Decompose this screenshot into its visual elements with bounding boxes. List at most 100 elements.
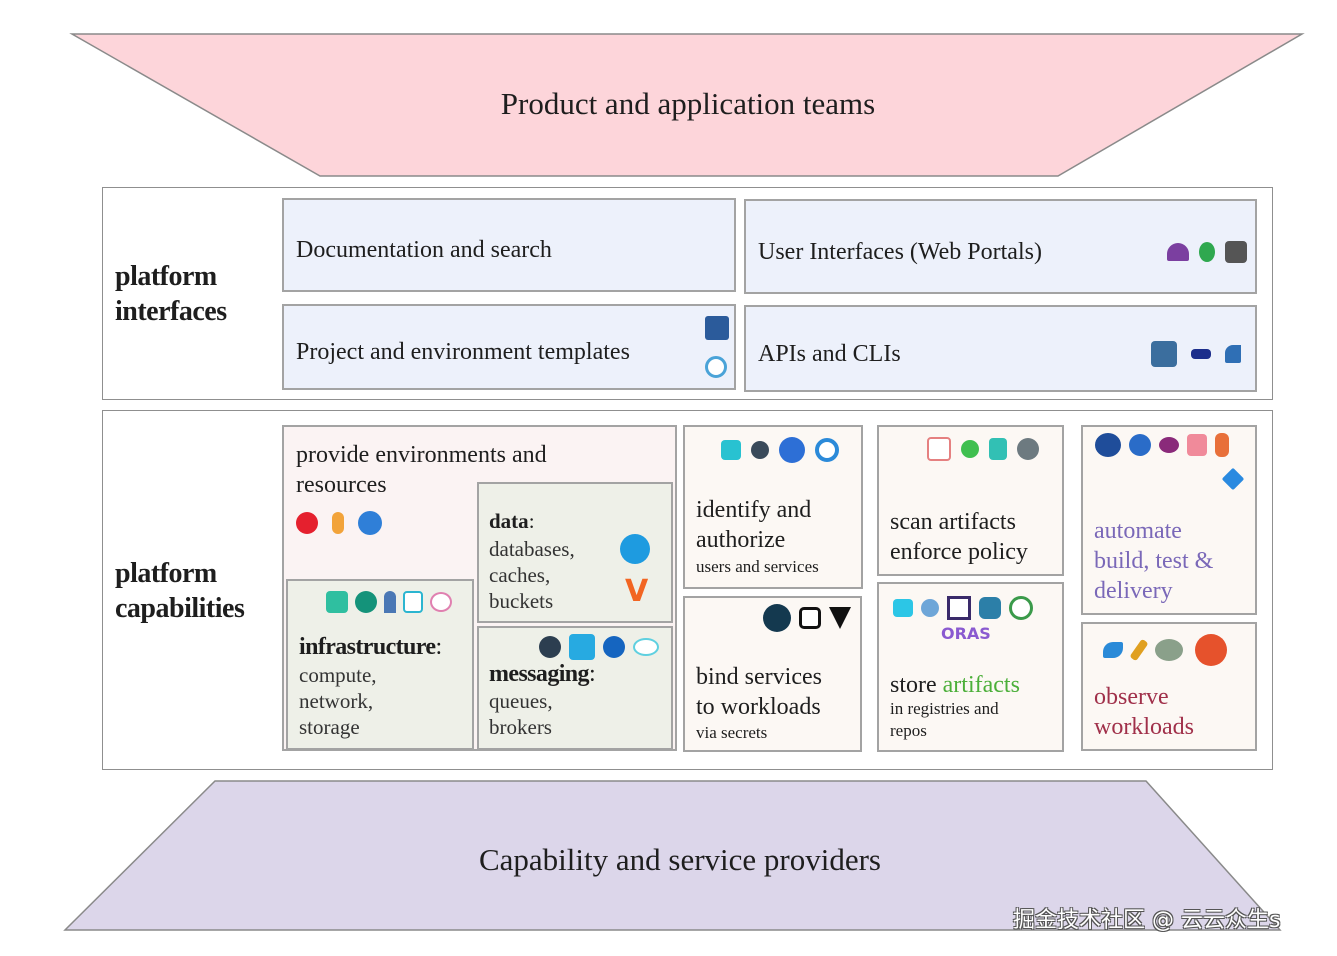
identify-box: identify and authorize users and service… — [683, 425, 863, 589]
bottom-layer-shape — [63, 780, 1282, 931]
telescope-icon — [1129, 638, 1149, 662]
interfaces-label-line1: platform — [115, 261, 217, 292]
zot-icon — [893, 599, 913, 617]
scan-title-line2: enforce policy — [890, 539, 1028, 565]
capabilities-label-line2: capabilities — [115, 593, 245, 624]
sailboat-icon — [1225, 345, 1241, 363]
cloud-rings-icon — [430, 592, 452, 612]
popsicle-icon — [332, 512, 344, 534]
infrastructure-line: compute, — [299, 663, 377, 687]
sail-icon — [384, 591, 396, 613]
observe-title-line1: observe — [1094, 684, 1169, 710]
bottom-layer-title: Capability and service providers — [478, 842, 882, 877]
web-portals-box: User Interfaces (Web Portals) — [744, 199, 1257, 294]
store-artifacts-box: ORAS store artifacts in registries and r… — [877, 582, 1064, 752]
hat-icon — [1191, 349, 1211, 359]
onepassword-icon — [799, 607, 821, 629]
templates-box: Project and environment templates — [282, 304, 736, 390]
bowl-icon — [1095, 433, 1121, 457]
alien-icon — [1199, 242, 1215, 262]
data-colon: : — [528, 509, 535, 533]
store-title-word1: store — [890, 672, 937, 698]
scan-artifacts-box: scan artifacts enforce policy — [877, 425, 1064, 576]
bind-title-line2: to workloads — [696, 694, 821, 720]
pig-icon — [1187, 434, 1207, 456]
messaging-line: queues, — [489, 689, 553, 713]
messaging-colon: : — [588, 661, 596, 687]
templates-title: Project and environment templates — [296, 339, 630, 365]
docs-search-box: Documentation and search — [282, 198, 736, 292]
hex-arrow-icon — [539, 636, 561, 658]
identify-subtitle: users and services — [696, 557, 819, 576]
top-layer-shape — [69, 33, 1305, 177]
bind-title-line1: bind services — [696, 664, 822, 690]
interfaces-label-line2: interfaces — [115, 296, 227, 327]
interfaces-label: platform interfaces — [115, 259, 227, 329]
web-portals-title: User Interfaces (Web Portals) — [758, 239, 1042, 265]
scan-title-line1: scan artifacts — [890, 509, 1016, 535]
bind-subtitle: via secrets — [696, 723, 768, 742]
cloud-icon — [633, 638, 659, 656]
messaging-box: messaging: queues, brokers — [477, 626, 673, 750]
infrastructure-line: storage — [299, 715, 360, 739]
provide-environments-title: provide environments and resources — [296, 442, 547, 498]
nats-icon — [569, 634, 595, 660]
piggy-icon — [1155, 639, 1183, 661]
anchor-circle-icon — [779, 437, 805, 463]
kyverno-icon — [989, 438, 1007, 460]
vault-circle-icon — [763, 604, 791, 632]
automate-title-line3: delivery — [1094, 578, 1173, 604]
info-circle-icon — [1009, 596, 1033, 620]
hearts-icon — [1159, 437, 1179, 453]
observe-box: observe workloads — [1081, 622, 1257, 751]
store-subtitle-line2: repos — [890, 721, 927, 740]
network-tree-icon — [927, 437, 951, 461]
prometheus-icon — [1195, 634, 1227, 666]
sprout-icon — [961, 440, 979, 458]
kubernetes-icon — [358, 511, 382, 535]
observe-title-line2: workloads — [1094, 714, 1194, 740]
automate-title-line2: build, test & — [1094, 548, 1214, 574]
identify-title-line2: authorize — [696, 527, 786, 553]
infrastructure-line: network, — [299, 689, 374, 713]
capabilities-label-line1: platform — [115, 558, 217, 589]
infrastructure-colon: : — [435, 634, 442, 660]
automate-title-line1: automate — [1094, 518, 1182, 544]
vcluster-icon — [355, 591, 377, 613]
infrastructure-box: infrastructure: compute, network, storag… — [286, 579, 474, 750]
helm-icon — [705, 316, 729, 340]
oras-icon: ORAS — [941, 624, 991, 643]
triangle-down-icon — [829, 607, 851, 629]
target-circle-icon — [705, 356, 727, 378]
store-subtitle-line1: in registries and — [890, 699, 999, 718]
watermark: 掘金技术社区 @ 云云众生s — [1013, 908, 1281, 933]
crossplane-cube-icon — [1151, 341, 1177, 367]
harbor-icon — [921, 599, 939, 617]
ring-dots-icon — [815, 438, 839, 462]
opa-icon — [1017, 438, 1039, 460]
arch-portal-icon — [1167, 243, 1189, 261]
infrastructure-heading: infrastructure — [299, 634, 436, 660]
apis-clis-box: APIs and CLIs — [744, 305, 1257, 392]
v-logo-icon: V — [625, 574, 649, 609]
box-icon — [403, 591, 423, 613]
jenkins-icon — [1215, 433, 1229, 457]
messaging-line: brokers — [489, 715, 552, 739]
data-heading: data — [489, 509, 529, 533]
gear-robot-icon — [620, 534, 650, 564]
data-line: databases, — [489, 537, 575, 561]
argo-diamond-icon — [1221, 467, 1245, 491]
docs-search-title: Documentation and search — [296, 237, 552, 263]
top-layer-title: Product and application teams — [500, 86, 876, 121]
bind-services-box: bind services to workloads via secrets — [683, 596, 862, 752]
messaging-heading: messaging — [489, 661, 590, 687]
apis-clis-title: APIs and CLIs — [758, 341, 901, 367]
list-lines-icon — [721, 440, 741, 460]
hex-lens-icon — [751, 441, 769, 459]
capabilities-label: platform capabilities — [115, 556, 245, 626]
identify-title-line1: identify and — [696, 497, 812, 523]
data-box: data: databases, caches, buckets V — [477, 482, 673, 623]
data-line: caches, — [489, 563, 551, 587]
